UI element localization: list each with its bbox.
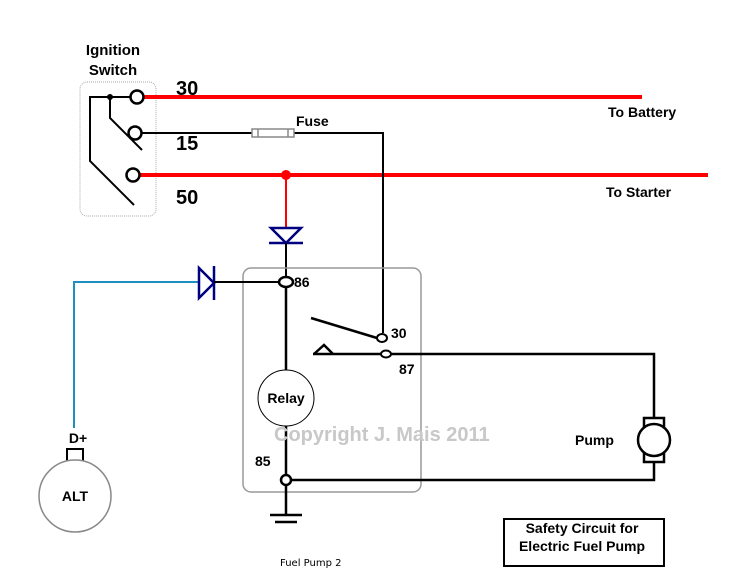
pump-label: Pump (575, 432, 614, 448)
pin-86-label: 86 (294, 274, 310, 290)
pump-return-wire (292, 462, 656, 482)
pin-87 (380, 349, 392, 359)
terminal-50-label: 50 (176, 187, 198, 209)
alternator-terminal-label: D+ (69, 430, 87, 446)
pin-86 (277, 275, 295, 289)
alternator-icon (38, 459, 112, 533)
ignition-switch-contacts (89, 96, 143, 206)
title-line-2: Electric Fuel Pump (519, 538, 645, 554)
title-box (503, 518, 665, 567)
fuse-wire (142, 132, 384, 333)
diagram-caption: Fuel Pump 2 (280, 558, 341, 569)
terminal-30-label: 30 (176, 78, 198, 100)
terminal-30 (129, 89, 145, 105)
title-line-1: Safety Circuit for (526, 520, 639, 536)
terminal-50 (125, 167, 141, 183)
ignition-switch-label-2: Switch (89, 62, 137, 79)
fuse-label: Fuse (296, 113, 329, 129)
starter-junction-dot (281, 170, 291, 180)
fuse-icon (251, 128, 295, 138)
diode-icon-alternator (197, 264, 216, 302)
diode-icon-starter (267, 226, 305, 245)
alternator-terminal (66, 448, 84, 465)
ignition-switch-label-1: Ignition (86, 42, 140, 59)
pin-30 (376, 333, 388, 343)
copyright-watermark: Copyright J. Mais 2011 (274, 424, 490, 446)
terminal-15-label: 15 (176, 133, 198, 155)
terminal-15 (127, 125, 143, 141)
relay-contact-stop (313, 343, 334, 355)
pin-87-label: 87 (399, 361, 415, 377)
switch-junction-dot (107, 94, 113, 100)
to-starter-label: To Starter (606, 184, 672, 200)
pin-85-label: 85 (255, 453, 271, 469)
pin-30-label: 30 (391, 325, 407, 341)
relay-outline (242, 267, 422, 493)
relay-switch-arm (310, 316, 378, 340)
pump-motor-icon (636, 416, 672, 464)
relay-label: Relay (267, 390, 305, 406)
to-battery-label: To Battery (608, 104, 676, 120)
ignition-switch-outline (79, 81, 157, 217)
ground-icon (270, 485, 302, 524)
alternator-signal-wire (73, 281, 198, 428)
pin-85 (279, 473, 293, 487)
pump-feed-wire (391, 352, 656, 418)
alternator-label: ALT (62, 488, 89, 504)
